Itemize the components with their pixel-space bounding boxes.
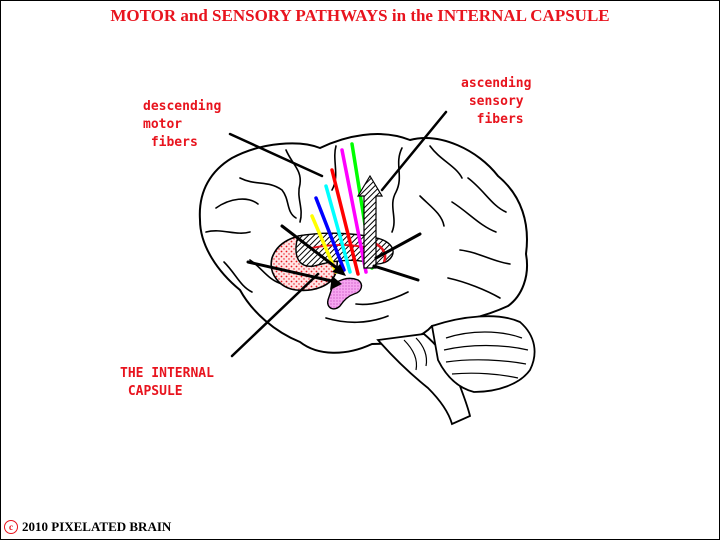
fiber-blue	[314, 196, 346, 272]
capsule-arrows	[246, 224, 422, 284]
label-line-3: fibers	[461, 112, 524, 127]
pointer-ascending	[380, 110, 448, 192]
label-line-1: descending	[143, 99, 222, 114]
fiber-cyan	[324, 184, 352, 274]
label-line-2: motor	[143, 117, 183, 132]
label-line-1: ascending	[461, 76, 532, 91]
pointer-lines	[228, 110, 448, 358]
pointer-descending	[228, 132, 324, 178]
capsule-arrowheads	[330, 264, 346, 290]
copyright-icon: c	[4, 520, 18, 534]
label-descending-motor-fibers: descending motor fibers	[143, 98, 221, 152]
pointer-capsule	[230, 272, 320, 358]
hatched-up-arrow	[356, 174, 384, 269]
fiber-magenta	[340, 148, 368, 274]
label-line-1: THE INTERNAL	[120, 366, 214, 381]
copyright-text: 2010 PIXELATED BRAIN	[22, 519, 172, 534]
fiber-red	[330, 168, 360, 276]
motor-fibers	[310, 142, 374, 276]
label-ascending-sensory-fibers: ascending sensory fibers	[461, 75, 531, 129]
cerebellum-folia	[403, 331, 529, 379]
label-line-2: CAPSULE	[120, 384, 183, 399]
label-line-2: sensory	[461, 94, 524, 109]
diagram-title: MOTOR and SENSORY PATHWAYS in the INTERN…	[110, 6, 610, 25]
copyright-footer: c 2010 PIXELATED BRAIN	[4, 519, 171, 535]
label-line-3: fibers	[143, 135, 198, 150]
label-internal-capsule: THE INTERNAL CAPSULE	[120, 365, 214, 401]
